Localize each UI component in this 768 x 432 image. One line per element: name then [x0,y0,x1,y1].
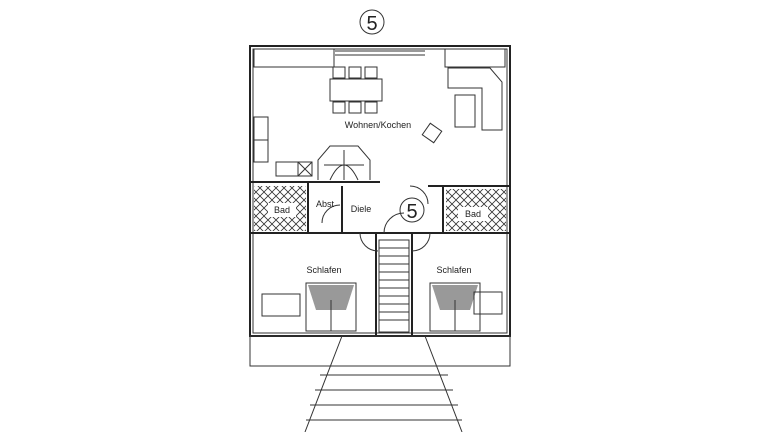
sofa [421,67,503,144]
roof-lower [249,335,511,432]
unit-marker-center: 5 [399,197,425,223]
room-label-bath-right: Bad [465,209,481,219]
unit-marker-top: 5 [359,9,385,35]
room-label-living: Wohnen/Kochen [345,120,411,130]
room-label-storage: Abst [316,199,335,209]
roof-windows-top [253,48,506,68]
room-label-hall: Diele [351,204,372,214]
svg-text:5: 5 [366,13,377,35]
room-label-bedroom-right: Schlafen [436,265,471,275]
svg-text:5: 5 [406,201,417,223]
bed-left [305,282,357,332]
kitchen-counter [253,116,313,177]
interior-walls [250,181,510,336]
spiral-staircase [317,145,371,181]
straight-staircase [378,239,410,333]
window-label-box-right [473,291,503,315]
doors [321,185,431,252]
window-label-box-left [261,293,301,317]
room-label-bedroom-left: Schlafen [306,265,341,275]
room-label-bath-left: Bad [274,205,290,215]
dining-table [329,66,383,114]
label-bg [458,207,488,221]
bed-right [429,282,481,332]
label-bg [268,203,296,217]
